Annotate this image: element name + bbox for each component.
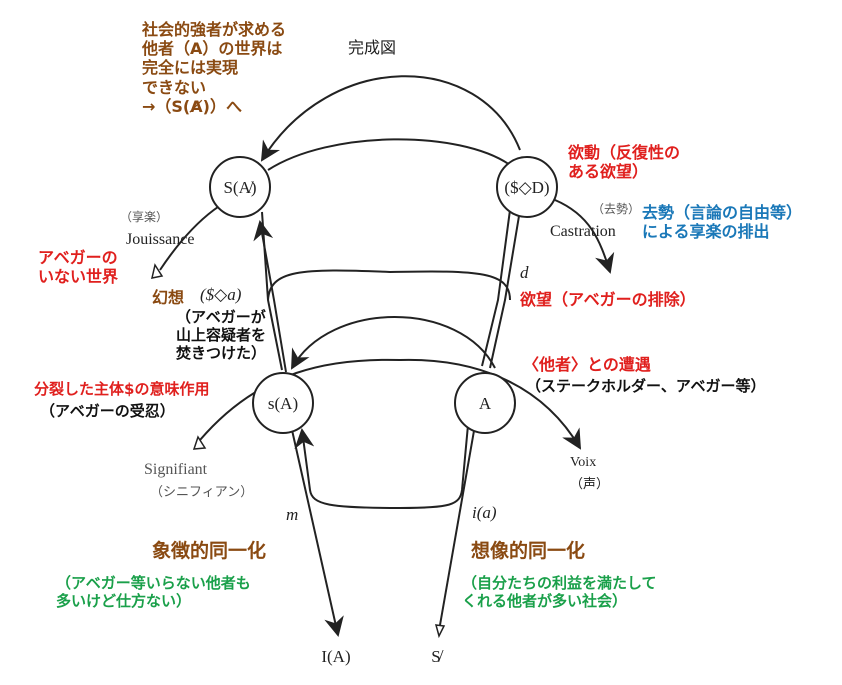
edge-fantasy-label: ($◇a) — [200, 285, 242, 304]
castration-term: Castration — [550, 223, 616, 240]
annotation-line: くれる他者が多い社会） — [462, 592, 628, 610]
annotation-line: 多いけど仕方ない） — [56, 592, 192, 610]
annotation-line: いない世界 — [38, 267, 119, 287]
inner-arc — [291, 316, 496, 370]
edge-ia-label: i(a) — [472, 503, 497, 522]
annotation-line: 他者（A）の世界は — [142, 39, 283, 59]
node-drive — [496, 156, 558, 218]
signifiant-jp: （シニフィアン） — [150, 484, 254, 499]
annotation-stakeholders: （ステークホルダー、アベガー等） — [526, 377, 766, 395]
annotation-line: アベガーの — [38, 248, 118, 267]
node-s-barred-a — [209, 156, 271, 218]
annotation-line: 去勢（言論の自由等） — [642, 203, 803, 222]
annotation-line: 社会的強者が求める — [142, 20, 287, 39]
annotation-drive: 欲動（反復性の ある欲望） — [568, 143, 680, 181]
annotation-desire: 欲望（アベガーの排除） — [520, 290, 696, 309]
node-s-a-label: s(A) — [268, 394, 298, 413]
annotation-line: 焚きつけた） — [176, 344, 267, 362]
annotation-line: 山上容疑者を — [176, 326, 267, 344]
annotation-line: ある欲望） — [568, 162, 649, 182]
castration-chain — [554, 199, 615, 274]
s-barred-to-a — [439, 424, 476, 626]
node-s-barred-label: S̸ — [431, 647, 443, 666]
annotation-line: できない — [142, 77, 207, 97]
annotation-fantasy-note: （アベガーが 山上容疑者を 焚きつけた） — [176, 308, 266, 362]
imaginary-identification: 想像的同一化 — [471, 540, 586, 562]
node-s-barred-a-label: S(A̸) — [223, 178, 256, 197]
edge-m-label: m — [286, 505, 298, 524]
s-barred-tip — [434, 624, 446, 639]
symbolic-identification: 象徴的同一化 — [152, 540, 267, 562]
annotation-top-left: 社会的強者が求める 他者（A）の世界は 完全には実現 できない →（S(A̸)）… — [142, 20, 286, 116]
fantasy-word: 幻想 — [152, 288, 185, 307]
top-outer-arc — [260, 75, 521, 162]
annotation-no-abe: アベガーの いない世界 — [38, 248, 118, 286]
annotation-other-encounter: 〈他者〉との遭遇 — [523, 355, 651, 374]
jouissance-jp: （享楽） — [120, 210, 169, 224]
right-vertical-outer — [489, 209, 521, 369]
lower-loop — [294, 424, 469, 510]
signifiant-tip — [192, 435, 207, 450]
node-a-label: A — [479, 394, 492, 413]
diagram-title: 完成図 — [348, 38, 397, 57]
annotation-line: （アベガー等いらない他者も — [56, 574, 251, 592]
sa-to-ia — [291, 429, 344, 637]
annotation-symbolic-note: （アベガー等いらない他者も 多いけど仕方ない） — [56, 574, 251, 610]
annotation-line: →（S(A̸)）へ — [142, 96, 242, 116]
annotation-castration: 去勢（言論の自由等） による享楽の排出 — [642, 203, 802, 241]
annotation-line: （アベガーが — [176, 308, 266, 326]
jouissance-term: Jouissance — [126, 231, 195, 248]
middle-arc — [267, 269, 511, 301]
annotation-line: による享楽の排出 — [642, 222, 770, 242]
right-vertical-inner — [481, 209, 511, 367]
left-vertical-inner — [253, 220, 287, 373]
upper-inner-arc — [267, 138, 511, 171]
node-i-a-label: I(A) — [321, 647, 350, 666]
annotation-line: 完全には実現 — [142, 58, 239, 78]
voix-term: Voix — [570, 455, 597, 470]
castration-jp: （去勢） — [592, 202, 641, 216]
node-s-a — [252, 372, 314, 434]
annotation-split-subject: 分裂した主体$の意味作用 — [34, 380, 210, 398]
jouissance-tip — [151, 263, 164, 279]
node-drive-label: ($◇D) — [504, 178, 549, 197]
signifiant-term: Signifiant — [144, 461, 208, 478]
annotation-imaginary-note: （自分たちの利益を満たして くれる他者が多い社会） — [462, 574, 657, 610]
annotation-line: （自分たちの利益を満たして — [462, 574, 657, 592]
annotation-abe-accept: （アベガーの受忍） — [40, 402, 175, 420]
voix-jp: （声） — [570, 476, 610, 491]
annotation-line: 欲動（反復性の — [568, 143, 681, 162]
edge-d-label: d — [520, 263, 529, 282]
node-a — [454, 372, 516, 434]
